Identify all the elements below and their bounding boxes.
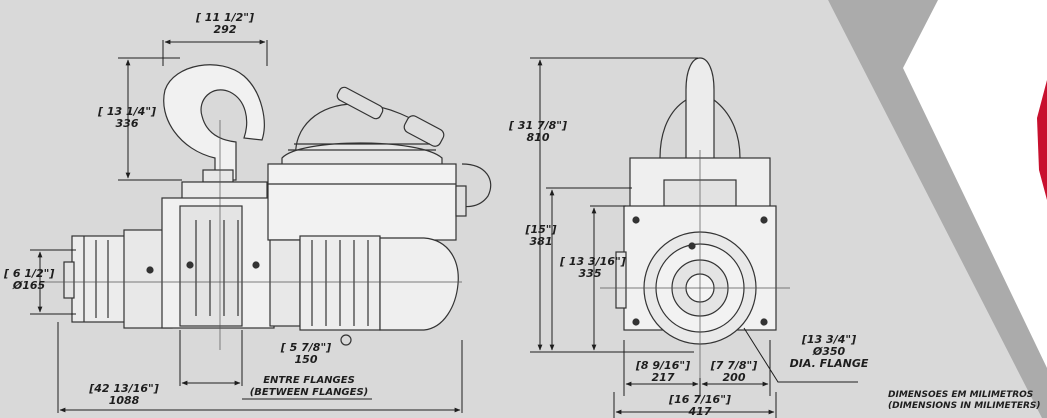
flange-spacing-label: ENTRE FLANGES (BETWEEN FLANGES) [244, 375, 374, 399]
axis-height-imperial: [15"] [525, 223, 557, 236]
drum-diameter-metric: Ø165 [12, 279, 46, 292]
axis-height-dimension: [15"] 381 [524, 224, 558, 248]
frame-band [828, 0, 1047, 418]
left-offset-metric: 217 [651, 371, 675, 384]
axis-height-metric: 381 [529, 235, 553, 248]
overall-length-dimension: [42 13/16"] 1088 [84, 383, 164, 407]
flange-spacing-dimension: [ 5 7/8"] 150 [276, 342, 336, 366]
right-offset-dimension: [7 7/8"] 200 [704, 360, 764, 384]
left-offset-dimension: [8 9/16"] 217 [630, 360, 696, 384]
right-offset-metric: 200 [722, 371, 746, 384]
overall-length-metric: 1088 [108, 394, 140, 407]
flange-diameter-label: DIA. FLANGE [789, 357, 869, 370]
units-note-line1: DIMENSÕES EM MILÍMETROS [888, 390, 1034, 400]
overall-width-metric: 417 [688, 405, 712, 418]
flange-height-imperial: [ 13 3/16"] [560, 255, 626, 268]
side-view [40, 64, 492, 350]
front-view [600, 57, 790, 378]
flange-diameter-dimension: [13 3/4"] Ø350 DIA. FLANGE [784, 334, 874, 370]
flange-spacing-label-pt: ENTRE FLANGES [263, 375, 355, 386]
drum-diameter-dimension: [ 6 1/2"] Ø165 [4, 268, 54, 292]
front-view-dimensions [530, 57, 858, 418]
units-note: DIMENSÕES EM MILÍMETROS (DIMENSIONS IN M… [888, 390, 1044, 412]
red-product-edge-icon [1037, 80, 1047, 200]
hook-width-metric: 292 [213, 23, 237, 36]
overall-height-imperial: [ 31 7/8"] [508, 119, 568, 132]
overall-height-metric: 810 [526, 131, 550, 144]
overall-height-dimension: [ 31 7/8"] 810 [508, 120, 568, 144]
flange-height-metric: 335 [578, 267, 602, 280]
flange-diameter-metric: Ø350 [812, 345, 846, 358]
hook-width-imperial: [ 11 1/2"] [195, 11, 255, 24]
overall-width-imperial: [16 7/16"] [669, 393, 731, 406]
flange-height-dimension: [ 13 3/16"] 335 [560, 255, 626, 280]
hook-height-imperial: [ 13 1/4"] [98, 105, 157, 118]
side-view-dimensions [30, 39, 463, 413]
right-offset-imperial: [7 7/8"] [710, 359, 758, 372]
hook-height-metric: 336 [115, 117, 139, 130]
hook-width-dimension: [ 11 1/2"] 292 [195, 12, 255, 36]
left-offset-imperial: [8 9/16"] [635, 359, 691, 372]
flange-diameter-imperial: [13 3/4"] [801, 333, 857, 346]
flange-spacing-imperial: [ 5 7/8"] [280, 341, 332, 354]
units-note-line2: (DIMENSIONS IN MILIMETERS) [888, 401, 1041, 411]
flange-spacing-label-en: (BETWEEN FLANGES) [249, 387, 369, 398]
overall-length-imperial: [42 13/16"] [89, 382, 159, 395]
hook-front [685, 57, 715, 163]
overall-width-dimension: [16 7/16"] 417 [662, 394, 738, 418]
hook-height-dimension: [ 13 1/4"] 336 [98, 106, 156, 130]
drum-diameter-imperial: [ 6 1/2"] [4, 267, 55, 280]
flange-spacing-metric: 150 [294, 353, 318, 366]
hook-outline [163, 64, 265, 181]
